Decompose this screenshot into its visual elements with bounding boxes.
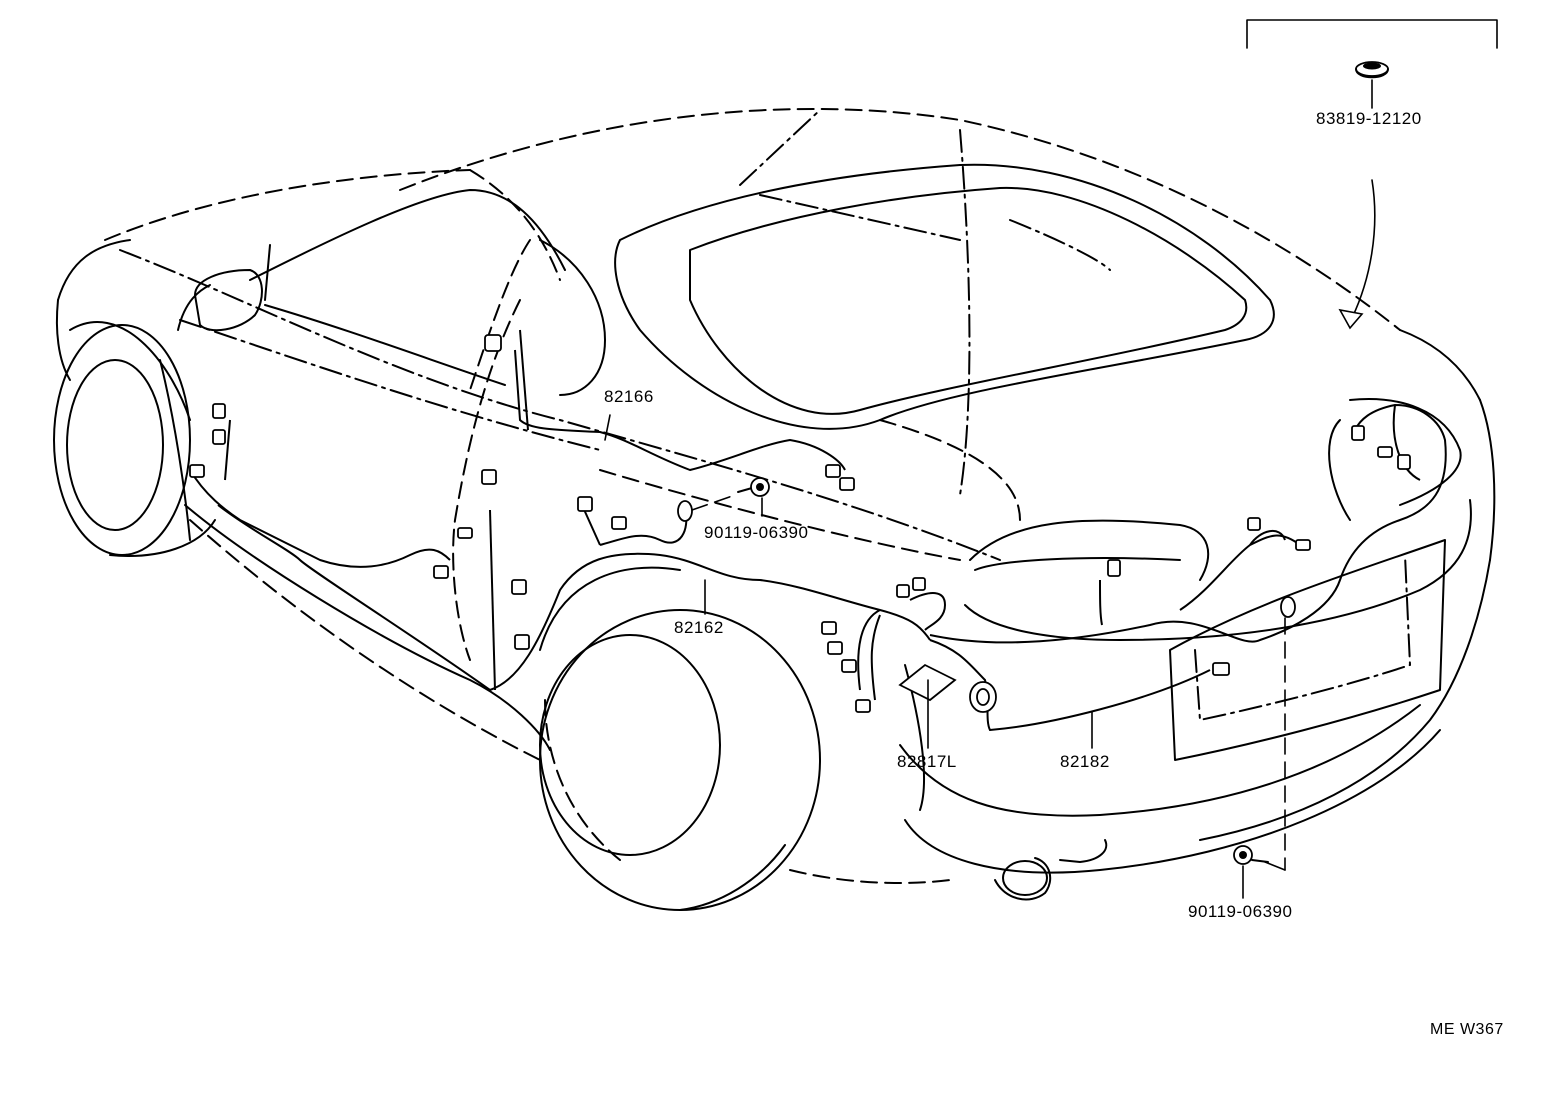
grommet-83819-12120-icon <box>1355 61 1389 79</box>
part-label-90119-06390-upper: 90119-06390 <box>704 523 809 542</box>
side-mirror <box>194 269 263 332</box>
inset-bracket <box>1246 19 1498 49</box>
part-label-82162: 82162 <box>674 618 724 637</box>
harness-82162 <box>189 419 947 701</box>
front-wheel <box>53 321 216 557</box>
harness-82166 <box>514 329 846 472</box>
part-label-83819-12120: 83819-12120 <box>1316 109 1422 128</box>
part-label-82817l: 82817L <box>897 752 957 771</box>
car-body-outline <box>53 107 1496 911</box>
bolt-90119-06390-icon <box>1233 845 1269 865</box>
rear-wheel <box>539 566 821 911</box>
part-label-82166: 82166 <box>604 387 654 406</box>
bolt-90119-06390-icon <box>737 477 770 497</box>
leader-lines <box>604 79 1376 899</box>
part-label-90119-06390-lower: 90119-06390 <box>1188 902 1293 921</box>
harness-82182 <box>929 403 1447 732</box>
connectors <box>189 334 1411 713</box>
part-label-82182: 82182 <box>1060 752 1110 771</box>
harness-grommet-icon <box>969 681 997 713</box>
diagram-code: ME W367 <box>1430 1021 1504 1038</box>
